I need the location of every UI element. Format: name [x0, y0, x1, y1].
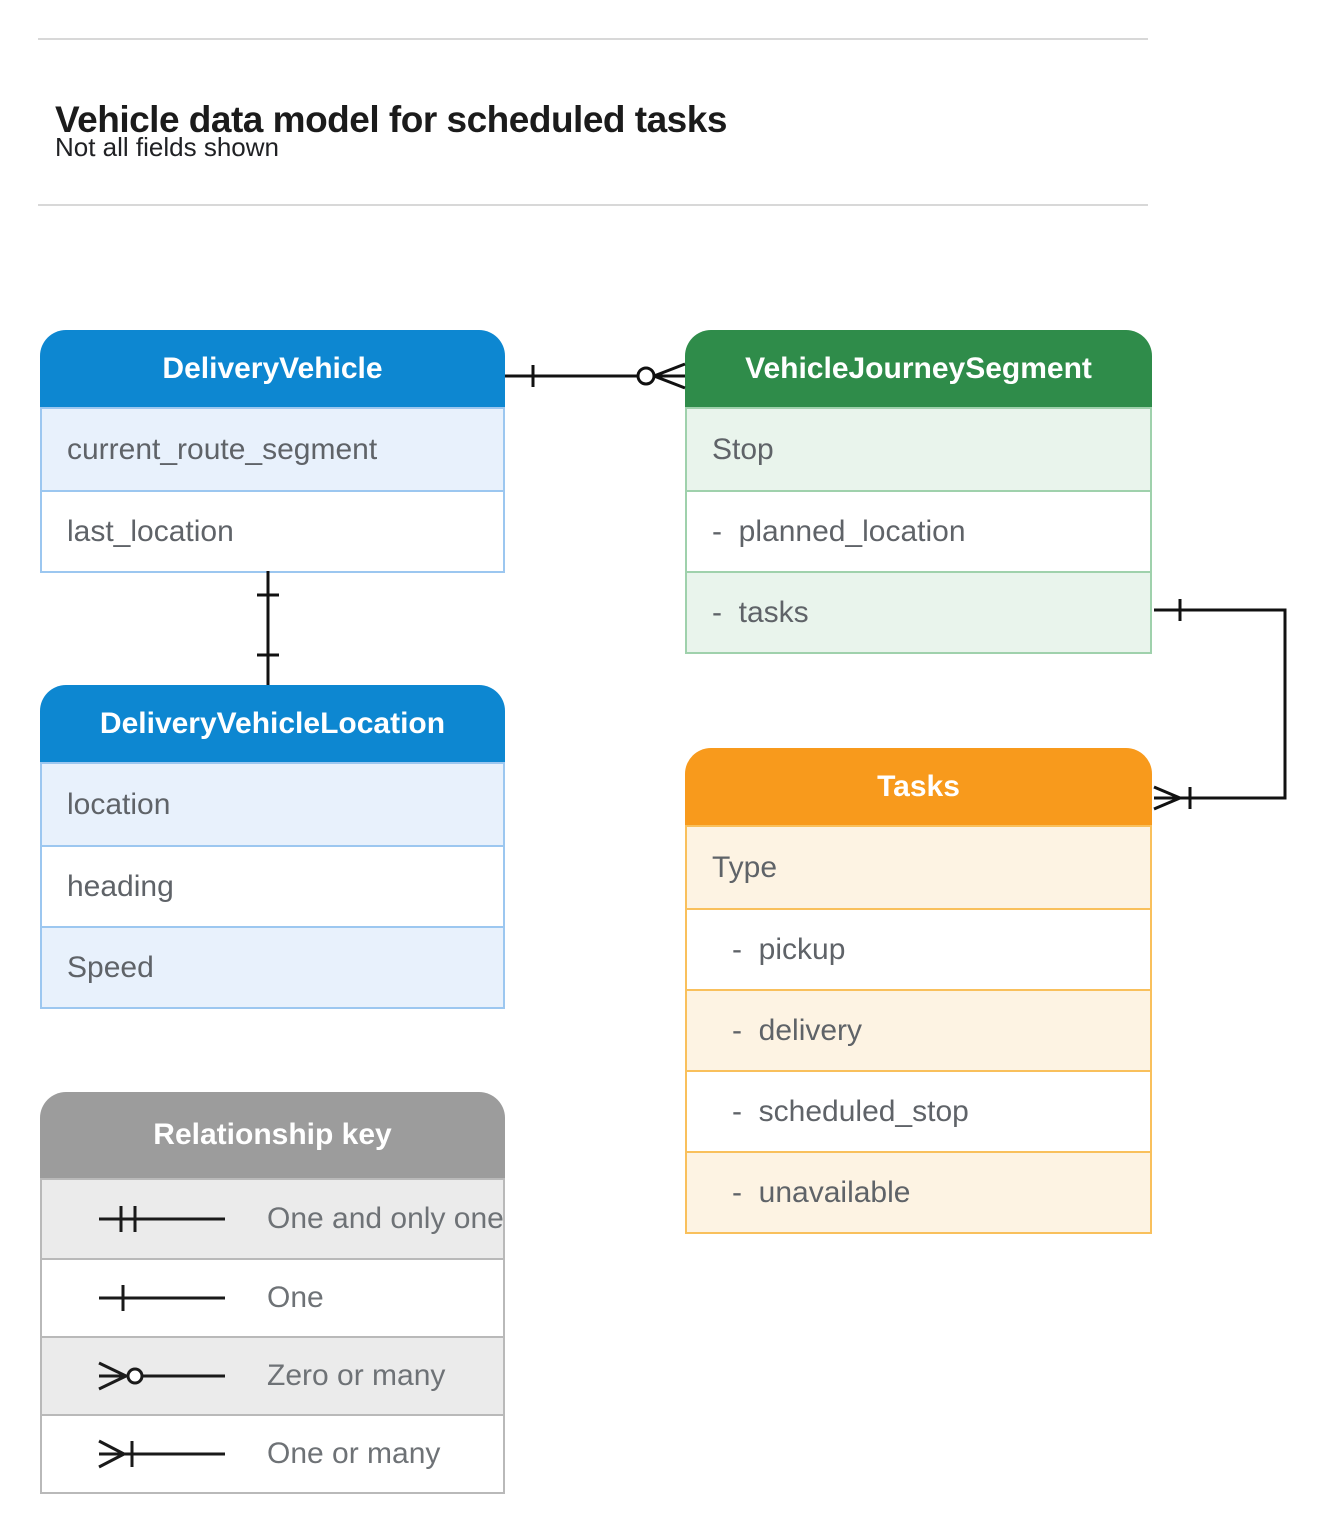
field-row: - scheduled_stop	[687, 1070, 1150, 1151]
entity-header: Tasks	[685, 748, 1152, 825]
legend-label: Zero or many	[267, 1359, 446, 1392]
field-row: heading	[42, 845, 503, 926]
page-title: Vehicle data model for scheduled tasks	[55, 98, 727, 140]
relationship-key-body: One and only one One Zero or many One or…	[40, 1178, 505, 1494]
entity-vehicle-journey-segment: VehicleJourneySegment Stop - planned_loc…	[685, 330, 1152, 654]
field-row: Stop	[687, 409, 1150, 490]
relationship-key-header: Relationship key	[40, 1092, 505, 1178]
one-and-only-one-symbol	[99, 1206, 225, 1232]
legend-row: Zero or many	[42, 1336, 503, 1414]
legend-label: One and only one	[267, 1202, 504, 1235]
relationship-key: Relationship key One and only one One Ze…	[40, 1092, 505, 1494]
one-symbol	[99, 1285, 225, 1311]
legend-label: One	[267, 1281, 324, 1314]
field-row: - delivery	[687, 989, 1150, 1070]
page-subtitle: Not all fields shown	[55, 132, 279, 162]
entity-tasks: Tasks Type - pickup - delivery - schedul…	[685, 748, 1152, 1234]
one-or-many-symbol	[98, 1439, 225, 1469]
entity-body: Type - pickup - delivery - scheduled_sto…	[685, 825, 1152, 1234]
field-row: - pickup	[687, 908, 1150, 989]
legend-row: One and only one	[42, 1180, 504, 1258]
field-row: - unavailable	[687, 1151, 1150, 1232]
entity-delivery-vehicle-location: DeliveryVehicleLocation location heading…	[40, 685, 505, 1009]
header-divider	[38, 204, 1148, 206]
connector-deliveryvehicle-to-deliveryvehiclelocation	[257, 571, 279, 685]
entity-body: location heading Speed	[40, 762, 505, 1009]
entity-body: current_route_segment last_location	[40, 407, 505, 573]
entity-header: DeliveryVehicleLocation	[40, 685, 505, 762]
legend-row: One or many	[42, 1414, 503, 1492]
entity-header: VehicleJourneySegment	[685, 330, 1152, 407]
legend-label: One or many	[267, 1437, 441, 1470]
entity-header: DeliveryVehicle	[40, 330, 505, 407]
field-row: - tasks	[687, 571, 1150, 652]
field-row: Type	[687, 827, 1150, 908]
field-row: Speed	[42, 926, 503, 1007]
entity-delivery-vehicle: DeliveryVehicle current_route_segment la…	[40, 330, 505, 573]
field-row: - planned_location	[687, 490, 1150, 571]
connector-deliveryvehicle-to-vehiclejourneysegment	[505, 362, 686, 390]
zero-or-many-symbol	[98, 1361, 225, 1391]
top-divider	[38, 38, 1148, 40]
entity-body: Stop - planned_location - tasks	[685, 407, 1152, 654]
field-row: location	[42, 764, 503, 845]
field-row: current_route_segment	[42, 409, 503, 490]
field-row: last_location	[42, 490, 503, 571]
legend-row: One	[42, 1258, 503, 1336]
connector-vehiclejourneysegment-tasks-to-tasks	[1153, 599, 1287, 811]
